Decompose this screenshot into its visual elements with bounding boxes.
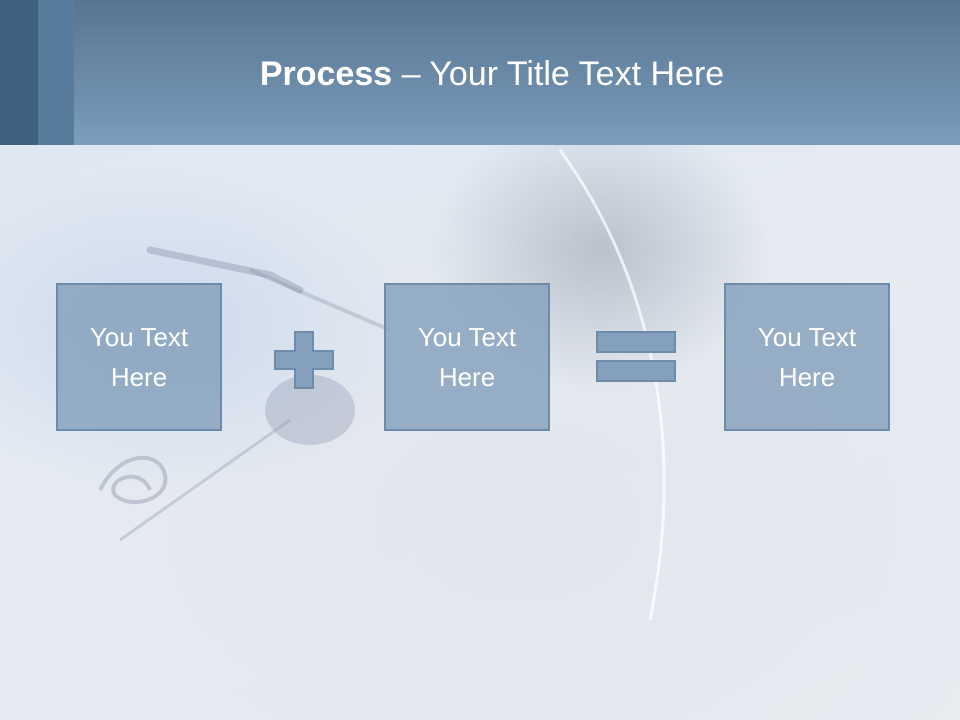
process-box-2-text: You Text Here [417,322,517,392]
title-bold: Process [259,55,393,93]
process-box-1-text: You Text Here [89,322,189,392]
process-box-3[interactable]: You Text Here [724,283,890,431]
process-box-1[interactable]: You Text Here [56,283,222,431]
header-accent-band-light [38,0,74,145]
equals-icon [596,331,676,382]
title-bar: Process – Your Title Text Here [0,0,960,145]
title-rest: – Your Title Text Here [392,55,725,93]
plus-icon [274,331,334,389]
slide-title: Process – Your Title Text Here [0,52,960,96]
process-box-2[interactable]: You Text Here [384,283,550,431]
header-accent-band-dark [0,0,38,145]
process-box-3-text: You Text Here [757,322,857,392]
